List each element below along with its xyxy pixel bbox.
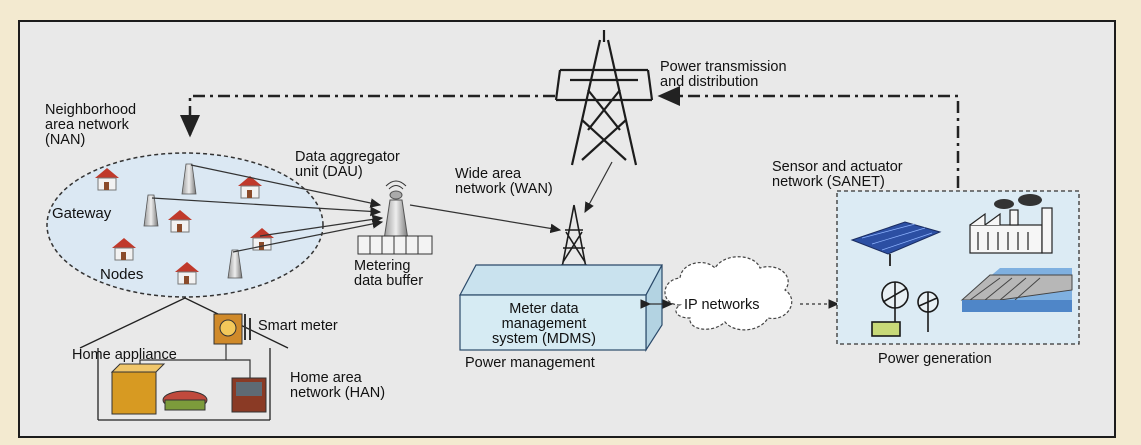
gateway-label: Gateway — [52, 205, 112, 222]
sanet-label: Sensor and actuator network (SANET) — [772, 159, 903, 190]
nan-label: Neighborhood area network (NAN) — [45, 102, 137, 148]
han-label: Home area network (HAN) — [290, 370, 386, 401]
nan-to-dau-links — [151, 164, 384, 253]
antenna-icon — [143, 163, 243, 279]
dau-to-wan-link — [409, 204, 562, 234]
mdms-label: Meter data management system (MDMS) — [492, 301, 596, 347]
factory-icon — [969, 194, 1053, 254]
aggregator-icon — [383, 180, 409, 241]
power-generation-label: Power generation — [878, 351, 992, 367]
nodes-label: Nodes — [100, 266, 144, 283]
wan-label: Wide area network (WAN) — [455, 166, 553, 197]
transmission-tower-icon — [554, 30, 654, 166]
solar-panel-icon — [850, 221, 942, 266]
dau-label: Data aggregator unit (DAU) — [295, 149, 400, 180]
appliance-icon — [110, 363, 267, 415]
dam-icon — [960, 268, 1073, 312]
house-icon — [95, 168, 274, 285]
power-flow-loop — [180, 86, 960, 188]
tower-to-wan-link — [584, 161, 613, 214]
smart-meter-icon — [213, 313, 251, 345]
metering-buffer-icon — [357, 235, 433, 255]
server-box-icon — [459, 264, 663, 353]
home-appliance-label: Home appliance — [72, 347, 177, 363]
power-management-label: Power management — [465, 355, 595, 371]
metering-buffer-label: Metering data buffer — [354, 258, 424, 289]
wind-turbine-icon — [871, 281, 939, 337]
sanet-box — [836, 190, 1080, 345]
ip-networks-label: IP networks — [684, 297, 760, 313]
smart-meter-label: Smart meter — [258, 318, 338, 334]
power-transmission-label: Power transmission and distribution — [660, 59, 787, 90]
cloud-icon — [664, 256, 793, 331]
han-house — [79, 297, 289, 421]
